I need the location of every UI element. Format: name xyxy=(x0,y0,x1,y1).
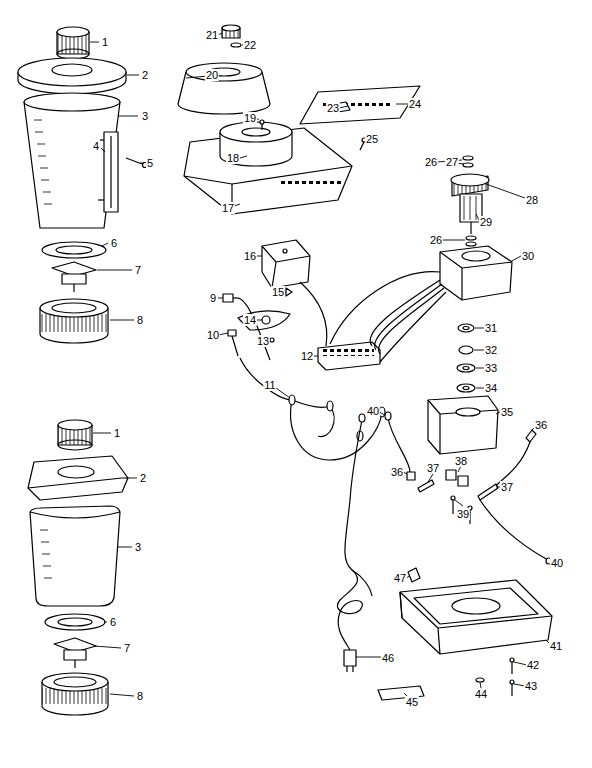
callout-number: 9 xyxy=(209,292,217,304)
top-cover xyxy=(178,63,270,114)
callout-number: 28 xyxy=(525,194,539,206)
terminal-block xyxy=(318,342,380,370)
jar-cap xyxy=(57,27,89,59)
callout-number: 13 xyxy=(256,335,270,347)
callout-number: 11 xyxy=(263,379,276,391)
callout-number: 34 xyxy=(484,382,498,394)
callout-number: 12 xyxy=(300,350,314,362)
callout-number: 30 xyxy=(521,250,535,262)
gasket xyxy=(45,614,105,630)
callout-number: 14 xyxy=(243,314,257,326)
plastic-jar xyxy=(30,506,120,606)
callout-number: 43 xyxy=(524,680,538,692)
gasket xyxy=(42,242,106,258)
callout-number: 1 xyxy=(113,427,121,439)
callout-number: 36 xyxy=(390,466,404,478)
handle-screw xyxy=(126,158,148,168)
strain-relief xyxy=(408,568,420,582)
callout-number: 8 xyxy=(136,690,144,702)
blade-assembly xyxy=(54,638,96,668)
callout-number: 33 xyxy=(484,362,498,374)
motor-bracket xyxy=(428,396,498,454)
callout-number: 32 xyxy=(484,344,498,356)
callout-number: 26 xyxy=(429,234,443,246)
callout-number: 24 xyxy=(408,98,422,110)
callout-number: 15 xyxy=(271,286,285,298)
callout-number: 17 xyxy=(221,202,235,214)
motor xyxy=(440,246,512,300)
callout-number: 20 xyxy=(205,69,219,81)
callout-number: 5 xyxy=(146,157,154,169)
callout-number: 31 xyxy=(484,322,498,334)
callout-number: 27 xyxy=(445,156,459,168)
callout-number: 21 xyxy=(205,29,219,41)
knob xyxy=(222,25,241,47)
callout-number: 19 xyxy=(243,112,257,124)
small-parts xyxy=(223,288,292,356)
callout-number: 35 xyxy=(500,406,514,418)
callout-number: 25 xyxy=(365,133,379,145)
housing xyxy=(184,120,366,214)
callout-number: 40 xyxy=(550,557,564,569)
wire-end xyxy=(359,412,552,564)
plug xyxy=(344,650,356,672)
jar-handle xyxy=(104,132,118,212)
callout-number: 37 xyxy=(500,481,514,493)
callout-number: 4 xyxy=(92,140,100,152)
callout-number: 8 xyxy=(136,314,144,326)
callout-number: 7 xyxy=(123,642,131,654)
callout-number: 16 xyxy=(243,250,257,262)
callout-number: 44 xyxy=(474,688,488,700)
callout-number: 47 xyxy=(393,572,407,584)
callout-number: 2 xyxy=(139,472,147,484)
washers xyxy=(457,324,475,392)
callout-number: 3 xyxy=(141,110,149,122)
callout-number: 37 xyxy=(426,462,440,474)
lamp-harness xyxy=(240,358,382,460)
connectors xyxy=(407,430,536,524)
callout-number: 6 xyxy=(110,237,118,249)
washers xyxy=(463,156,473,167)
power-cord xyxy=(337,500,372,650)
switch-housing xyxy=(262,240,310,288)
callout-number: 46 xyxy=(381,652,395,664)
base xyxy=(400,580,552,654)
callout-number: 29 xyxy=(479,216,493,228)
callout-number: 42 xyxy=(526,659,540,671)
jar-collar xyxy=(40,299,108,343)
callout-number: 36 xyxy=(534,419,548,431)
callout-number: 18 xyxy=(226,152,240,164)
wires xyxy=(350,418,548,560)
lamps xyxy=(289,395,385,441)
triangular-lid xyxy=(28,456,128,500)
wires xyxy=(238,272,446,362)
armature xyxy=(451,174,489,246)
jar-cap xyxy=(58,420,92,450)
callout-number: 45 xyxy=(405,696,419,708)
control-panel xyxy=(300,86,420,124)
jar-collar xyxy=(42,673,108,715)
callout-number: 2 xyxy=(141,69,149,81)
callout-number: 22 xyxy=(243,39,257,51)
callout-number: 3 xyxy=(134,541,142,553)
callout-number: 23 xyxy=(326,102,340,114)
callout-number: 10 xyxy=(206,329,220,341)
callout-number: 41 xyxy=(549,640,563,652)
callout-number: 26 xyxy=(424,156,438,168)
glass-jar xyxy=(24,93,120,228)
callout-number: 38 xyxy=(454,455,468,467)
callout-number: 40 xyxy=(366,405,380,417)
blade-assembly xyxy=(52,262,96,292)
callout-number: 7 xyxy=(134,264,142,276)
jar-lid xyxy=(18,58,126,94)
leader-lines xyxy=(90,33,550,696)
callout-number: 39 xyxy=(456,508,470,520)
callout-number: 6 xyxy=(109,616,117,628)
callout-number: 1 xyxy=(101,36,109,48)
